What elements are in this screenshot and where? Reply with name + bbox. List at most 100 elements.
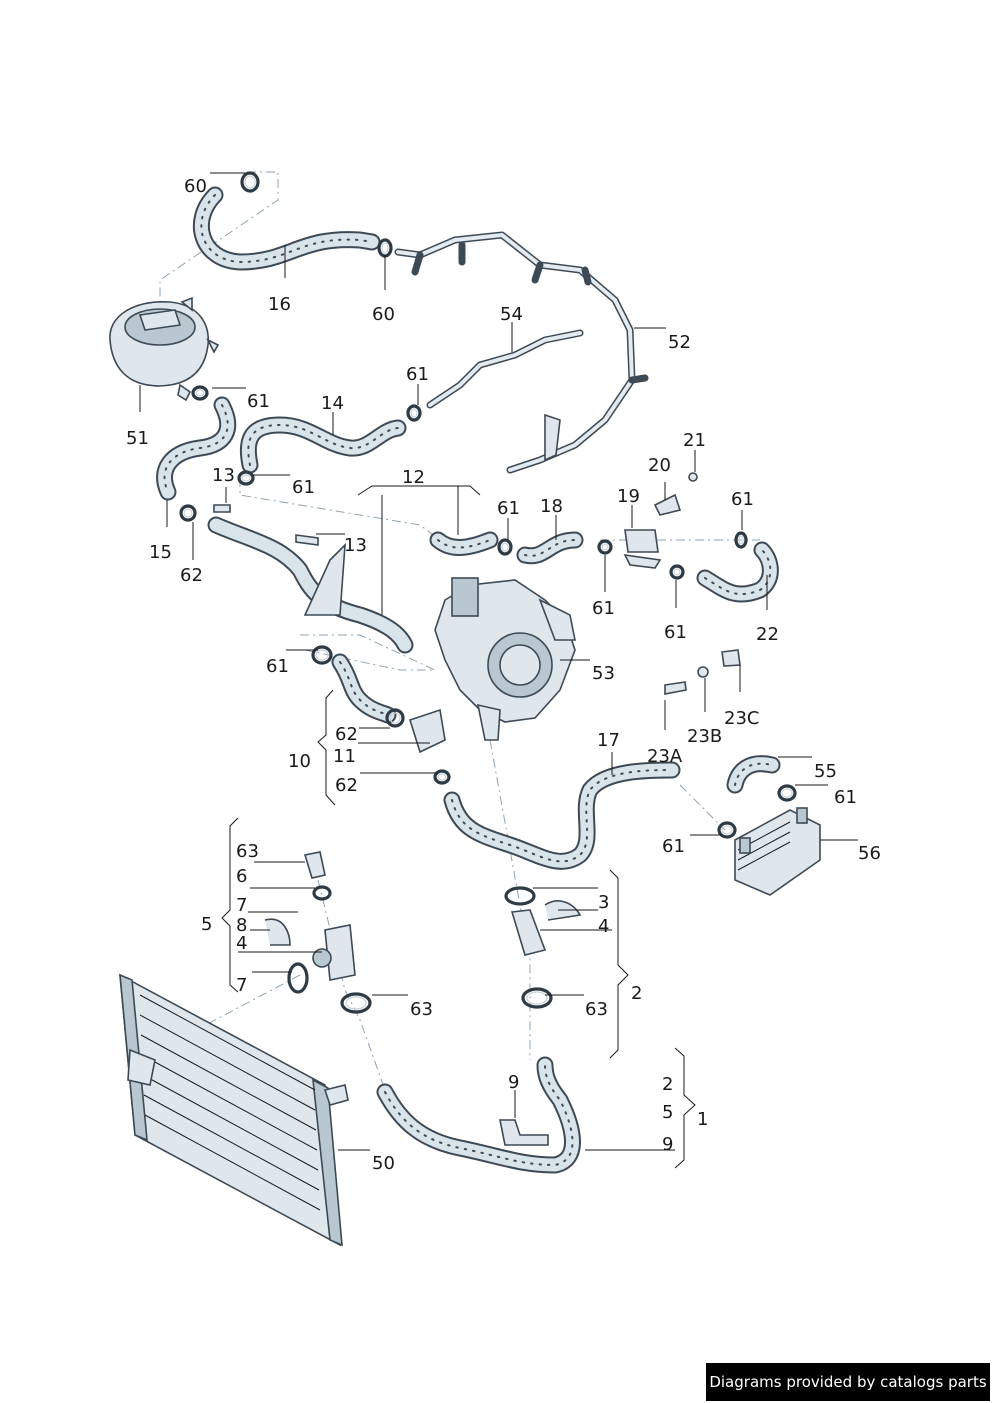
clamp-63-b [521, 987, 553, 1009]
callout-62-a: 62 [180, 565, 203, 586]
callout-5-b: 5 [662, 1102, 673, 1123]
expansion-tank [109, 296, 220, 402]
clamp-61-f [669, 564, 685, 580]
callout-54: 54 [500, 304, 523, 325]
callout-63-c: 63 [585, 999, 608, 1020]
callout-21: 21 [683, 430, 706, 451]
hose-14 [239, 416, 407, 474]
pipe-52 [394, 231, 649, 474]
clamp-62-15 [179, 504, 197, 522]
callout-14: 14 [321, 393, 344, 414]
callout-4-a: 4 [236, 933, 247, 954]
clamp-62-c [433, 769, 451, 785]
hose-clamps [179, 171, 797, 1014]
callout-20: 20 [648, 455, 671, 476]
callout-61-a: 61 [247, 391, 270, 412]
o-ring-6 [312, 885, 332, 901]
hose-17 [443, 761, 681, 870]
callout-61-h: 61 [266, 656, 289, 677]
o-ring-3 [504, 886, 536, 906]
callout-1: 1 [697, 1109, 708, 1130]
callout-61-g: 61 [664, 622, 687, 643]
callout-9-b: 9 [662, 1134, 673, 1155]
callout-23b: 23B [687, 726, 722, 747]
callout-55: 55 [814, 761, 837, 782]
callout-60-top: 60 [184, 176, 207, 197]
callout-61-i: 61 [834, 787, 857, 808]
callout-52: 52 [668, 332, 691, 353]
coolant-pump-housing [434, 577, 576, 741]
callout-23c: 23C [724, 708, 759, 729]
callout-61-e: 61 [731, 489, 754, 510]
callout-61-j: 61 [662, 836, 685, 857]
callout-17: 17 [597, 730, 620, 751]
callout-63-b: 63 [410, 999, 433, 1020]
callout-2-a: 2 [631, 983, 642, 1004]
hose-18 [516, 531, 584, 565]
clamp-63-a [340, 992, 372, 1014]
callout-53: 53 [592, 663, 615, 684]
callout-22: 22 [756, 624, 779, 645]
hose-12 [207, 516, 499, 654]
callout-2-b: 2 [662, 1074, 673, 1095]
hose-9 [376, 1056, 581, 1174]
clamp-60-top [240, 171, 260, 193]
callout-61-f: 61 [592, 598, 615, 619]
callout-11: 11 [333, 746, 356, 767]
callout-61-d: 61 [497, 498, 520, 519]
callout-15: 15 [149, 542, 172, 563]
callout-5: 5 [201, 914, 212, 935]
radiator-fins [139, 994, 321, 1211]
callout-13-a: 13 [212, 465, 235, 486]
callout-16: 16 [268, 294, 291, 315]
oil-cooler [734, 807, 821, 896]
callout-8: 8 [236, 915, 247, 936]
pipe-54 [426, 329, 584, 409]
clamp-61-h [311, 645, 333, 665]
clamp-61-g [734, 531, 748, 549]
hose-22 [696, 541, 779, 603]
callout-51: 51 [126, 428, 149, 449]
clamp-62-b [385, 708, 405, 728]
assembly-lines [144, 171, 760, 1091]
clamp-61-i [777, 784, 797, 802]
small-parts [213, 472, 741, 1146]
callout-13-b: 13 [344, 535, 367, 556]
clamp-61-c [237, 470, 255, 486]
callout-63-a: 63 [236, 841, 259, 862]
hose-10 [331, 653, 397, 724]
clamp-61-j [717, 821, 737, 839]
callout-50: 50 [372, 1153, 395, 1174]
callout-62-c: 62 [335, 775, 358, 796]
callout-18: 18 [540, 496, 563, 517]
callout-9-a: 9 [508, 1072, 519, 1093]
leader-lines [139, 172, 858, 1169]
clamp-60-mid [377, 238, 393, 258]
radiator [119, 973, 349, 1247]
callout-61-b: 61 [406, 364, 429, 385]
callout-23a: 23A [647, 746, 683, 767]
clamp-61-tank [191, 385, 209, 401]
clamp-61-e [597, 539, 613, 555]
callout-60-mid: 60 [372, 304, 395, 325]
callout-6: 6 [236, 866, 247, 887]
clamp-61-14 [406, 404, 422, 422]
hose-15 [156, 396, 237, 501]
callout-56: 56 [858, 843, 881, 864]
callout-3: 3 [598, 892, 609, 913]
hose-55 [726, 755, 781, 794]
callout-10: 10 [288, 751, 311, 772]
callout-19: 19 [617, 486, 640, 507]
o-ring-7 [287, 962, 309, 994]
callout-7-a: 7 [236, 895, 247, 916]
callout-12: 12 [402, 467, 425, 488]
hose-16 [192, 186, 381, 271]
callout-labels: 60 16 60 54 52 51 61 14 61 13 61 15 62 1… [126, 176, 881, 1174]
callout-4-b: 4 [598, 916, 609, 937]
clamp-61-d [497, 538, 513, 556]
callout-62-b: 62 [335, 724, 358, 745]
callout-61-c: 61 [292, 477, 315, 498]
callout-7-b: 7 [236, 975, 247, 996]
credit-watermark: Diagrams provided by catalogs parts [706, 1363, 990, 1401]
